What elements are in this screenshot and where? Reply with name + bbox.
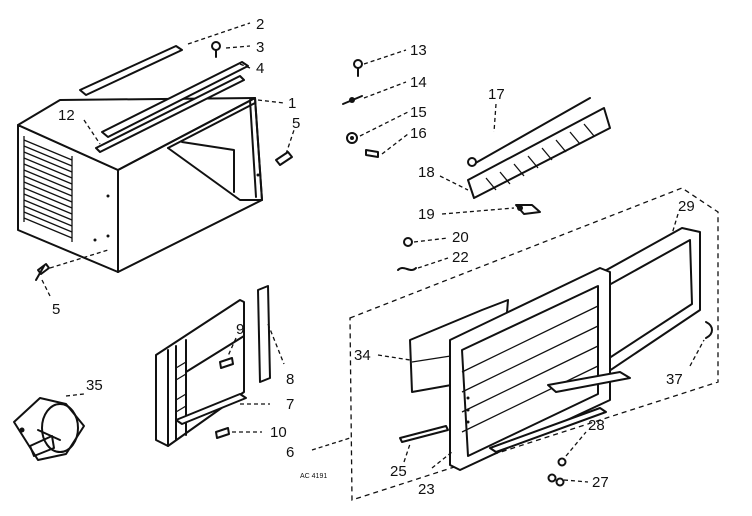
rod-25 (399, 425, 449, 443)
part-27 (547, 473, 565, 487)
callout-15: 15 (410, 104, 427, 121)
callout-6: 6 (286, 444, 294, 461)
hardware-15 (346, 132, 358, 144)
callout-10: 10 (270, 424, 287, 441)
callout-8: 8 (286, 371, 294, 388)
callout-29: 29 (678, 198, 695, 215)
callout-4: 4 (256, 60, 264, 77)
callout-18: 18 (418, 164, 435, 181)
callout-20: 20 (452, 229, 469, 246)
callout-13: 13 (410, 42, 427, 59)
screw-5-left (35, 263, 50, 281)
callout-2: 2 (256, 16, 264, 33)
callout-22: 22 (452, 249, 469, 266)
front-frame-23 (449, 267, 631, 471)
callout-14: 14 (410, 74, 427, 91)
screw-5-right (275, 151, 293, 166)
callout-12: 12 (58, 107, 75, 124)
callout-34: 34 (354, 347, 371, 364)
screw-9 (219, 357, 234, 369)
callout-1: 1 (288, 95, 296, 112)
callout-5-right: 5 (292, 115, 300, 132)
callout-17: 17 (488, 86, 505, 103)
part-20 (403, 237, 413, 247)
screw-10 (215, 427, 230, 439)
drawing-code: AC 4191 (300, 473, 327, 480)
gasket-8 (257, 285, 271, 383)
callout-7: 7 (286, 396, 294, 413)
top-rail-gasket (79, 45, 249, 153)
callout-16: 16 (410, 125, 427, 142)
callout-37: 37 (666, 371, 683, 388)
part-19 (515, 204, 541, 215)
hardware-13 (353, 59, 363, 77)
callout-23: 23 (418, 481, 435, 498)
cabinet-louvers (23, 136, 73, 242)
hardware-16 (365, 149, 379, 158)
part-22 (397, 267, 417, 271)
callout-3: 3 (256, 39, 264, 56)
callout-19: 19 (418, 206, 435, 223)
front-panel-box (349, 187, 719, 501)
callout-27: 27 (592, 474, 609, 491)
louver-assembly (467, 97, 611, 199)
side-panel-6 (155, 299, 247, 447)
callout-5-left: 5 (52, 301, 60, 318)
hardware-14 (342, 95, 363, 105)
callout-9: 9 (236, 321, 244, 338)
callout-35: 35 (86, 377, 103, 394)
part-35 (13, 397, 85, 461)
cabinet (17, 97, 263, 273)
callout-labels: 2 3 4 1 12 5 5 13 14 15 16 17 18 19 20 2… (52, 16, 695, 498)
part-37 (705, 321, 713, 339)
callout-28: 28 (588, 417, 605, 434)
screw-3 (211, 41, 221, 58)
leader-lines (41, 22, 705, 483)
callout-25: 25 (390, 463, 407, 480)
part-28 (557, 457, 567, 467)
